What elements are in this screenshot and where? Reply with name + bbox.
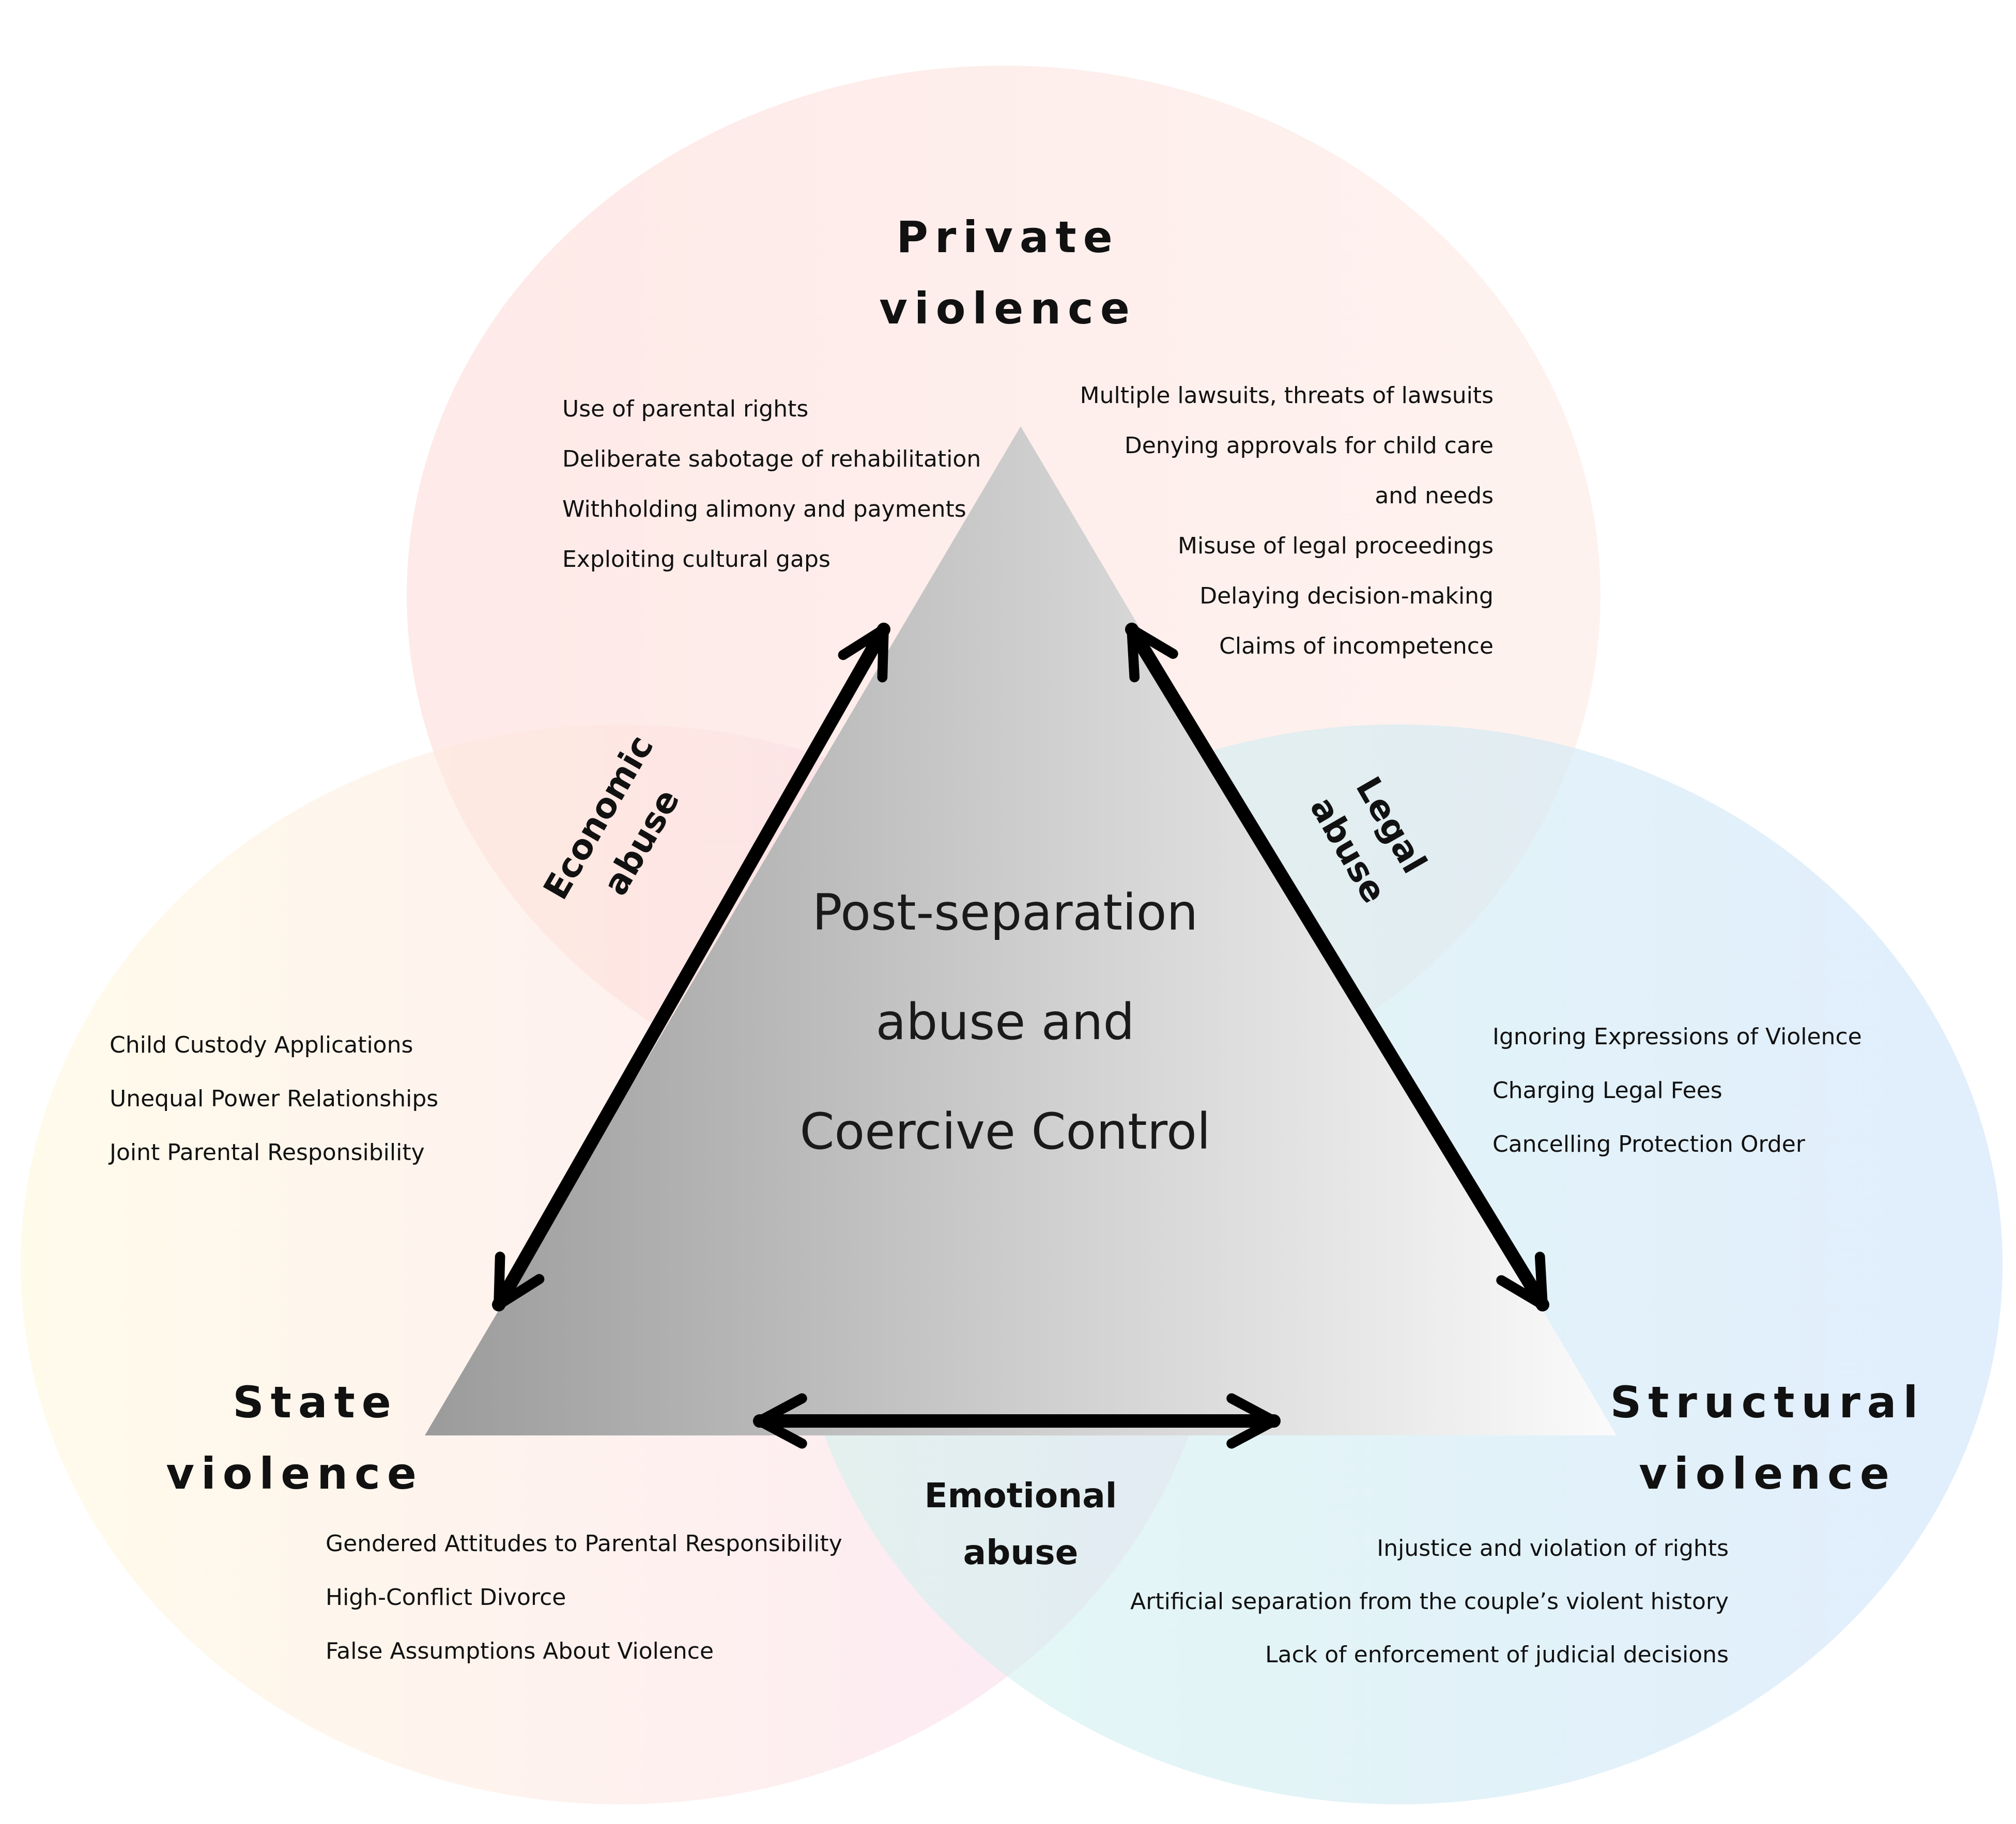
private-right-list: Multiple lawsuits, threats of lawsuits D… (1054, 370, 1494, 671)
state-upper-list: Child Custody Applications Unequal Power… (110, 1018, 438, 1180)
center-title-line-2: abuse and (875, 993, 1135, 1051)
list-item: Multiple lawsuits, threats of lawsuits (1080, 382, 1494, 409)
list-item: Denying approvals for child care and nee… (1124, 432, 1494, 509)
state-heading-line-2: violence (166, 1448, 423, 1499)
list-item: Claims of incompetence (1219, 633, 1494, 659)
list-item: Exploiting cultural gaps (562, 546, 830, 573)
list-item: Gendered Attitudes to Parental Responsib… (326, 1531, 842, 1557)
list-item: Ignoring Expressions of Violence (1492, 1024, 1862, 1050)
structural-lower-list: Injustice and violation of rights Artifi… (1034, 1522, 1729, 1681)
state-violence-heading: State violence (103, 1367, 506, 1509)
list-item: Lack of enforcement of judicial decision… (1265, 1642, 1729, 1668)
list-item: Withholding alimony and payments (562, 496, 966, 522)
legal-abuse-arrow (1125, 623, 1549, 1311)
center-title: Post-separation abuse and Coercive Contr… (747, 858, 1264, 1186)
private-heading-line-1: Private (896, 212, 1119, 262)
list-item: Unequal Power Relationships (110, 1086, 439, 1112)
state-lower-list: Gendered Attitudes to Parental Responsib… (326, 1517, 842, 1678)
structural-violence-heading: Structural violence (1566, 1367, 1969, 1509)
private-left-list: Use of parental rights Deliberate sabota… (562, 384, 981, 584)
structural-heading-line-2: violence (1639, 1448, 1896, 1499)
center-title-line-3: Coercive Control (799, 1103, 1211, 1161)
list-item: Use of parental rights (562, 396, 809, 422)
private-heading-line-2: violence (879, 283, 1136, 334)
state-heading-line-1: State (233, 1377, 398, 1428)
emotional-abuse-label: Emotional abuse (886, 1467, 1155, 1581)
list-item: Injustice and violation of rights (1377, 1535, 1729, 1562)
economic-abuse-arrow (492, 623, 890, 1311)
list-item: Child Custody Applications (110, 1032, 413, 1058)
emotional-label-line-1: Emotional (924, 1476, 1117, 1516)
list-item: Delaying decision-making (1199, 583, 1494, 609)
list-item: High-Conflict Divorce (326, 1584, 566, 1611)
list-item: Artificial separation from the couple’s … (1130, 1588, 1729, 1615)
list-item: Cancelling Protection Order (1492, 1131, 1805, 1157)
structural-upper-list: Ignoring Expressions of Violence Chargin… (1492, 1010, 1862, 1171)
list-item: Joint Parental Responsibility (110, 1139, 425, 1166)
private-violence-heading: Private violence (806, 202, 1209, 344)
emotional-label-line-2: abuse (963, 1533, 1079, 1572)
list-item: False Assumptions About Violence (326, 1638, 714, 1664)
list-item: Misuse of legal proceedings (1178, 533, 1494, 559)
center-title-line-1: Post-separation (812, 884, 1198, 941)
structural-heading-line-1: Structural (1610, 1377, 1925, 1428)
list-item: Deliberate sabotage of rehabilitation (562, 446, 981, 472)
list-item: Charging Legal Fees (1492, 1077, 1722, 1104)
